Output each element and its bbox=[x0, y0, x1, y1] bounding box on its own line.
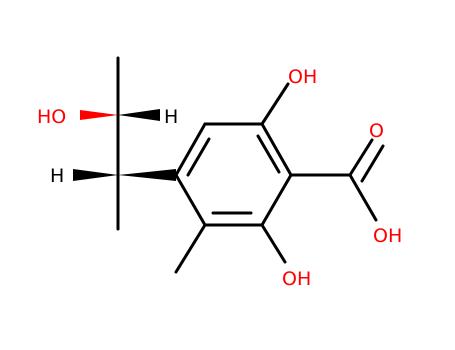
wedge-c1-to-ring bbox=[118, 169, 176, 181]
label-h-side-top: H bbox=[164, 106, 178, 128]
wedge-c1-to-h bbox=[73, 169, 118, 181]
label-h-side-mid: H bbox=[50, 165, 64, 187]
label-carbonyl-o: O bbox=[369, 120, 384, 142]
ring-bond-2 bbox=[260, 122, 293, 177]
bond-carbonyl-1 bbox=[348, 138, 374, 177]
bond-ring-to-oh-top bbox=[260, 82, 290, 126]
bond-carbonyl-2 bbox=[360, 144, 385, 183]
label-oh-ring-bottom: OH bbox=[282, 268, 311, 290]
ring-bond-5 bbox=[174, 173, 207, 227]
bond-carboxyl-to-oh bbox=[348, 173, 378, 222]
wedge-c2-to-h bbox=[118, 109, 160, 121]
label-ho-side: HO bbox=[37, 106, 66, 128]
label-oh-ring-top: OH bbox=[288, 66, 317, 88]
ring-double-bond-inner-3 bbox=[186, 137, 211, 177]
ring-double-bond-inner-1 bbox=[256, 134, 281, 174]
bond-ring-to-methyl bbox=[174, 223, 207, 274]
label-carboxyl-oh: OH bbox=[373, 225, 402, 247]
wedge-c2-to-o bbox=[80, 110, 118, 120]
bond-ring-to-oh-bottom bbox=[260, 223, 287, 264]
ring-bond-3 bbox=[260, 173, 293, 227]
ring-bond-6 bbox=[174, 122, 207, 177]
